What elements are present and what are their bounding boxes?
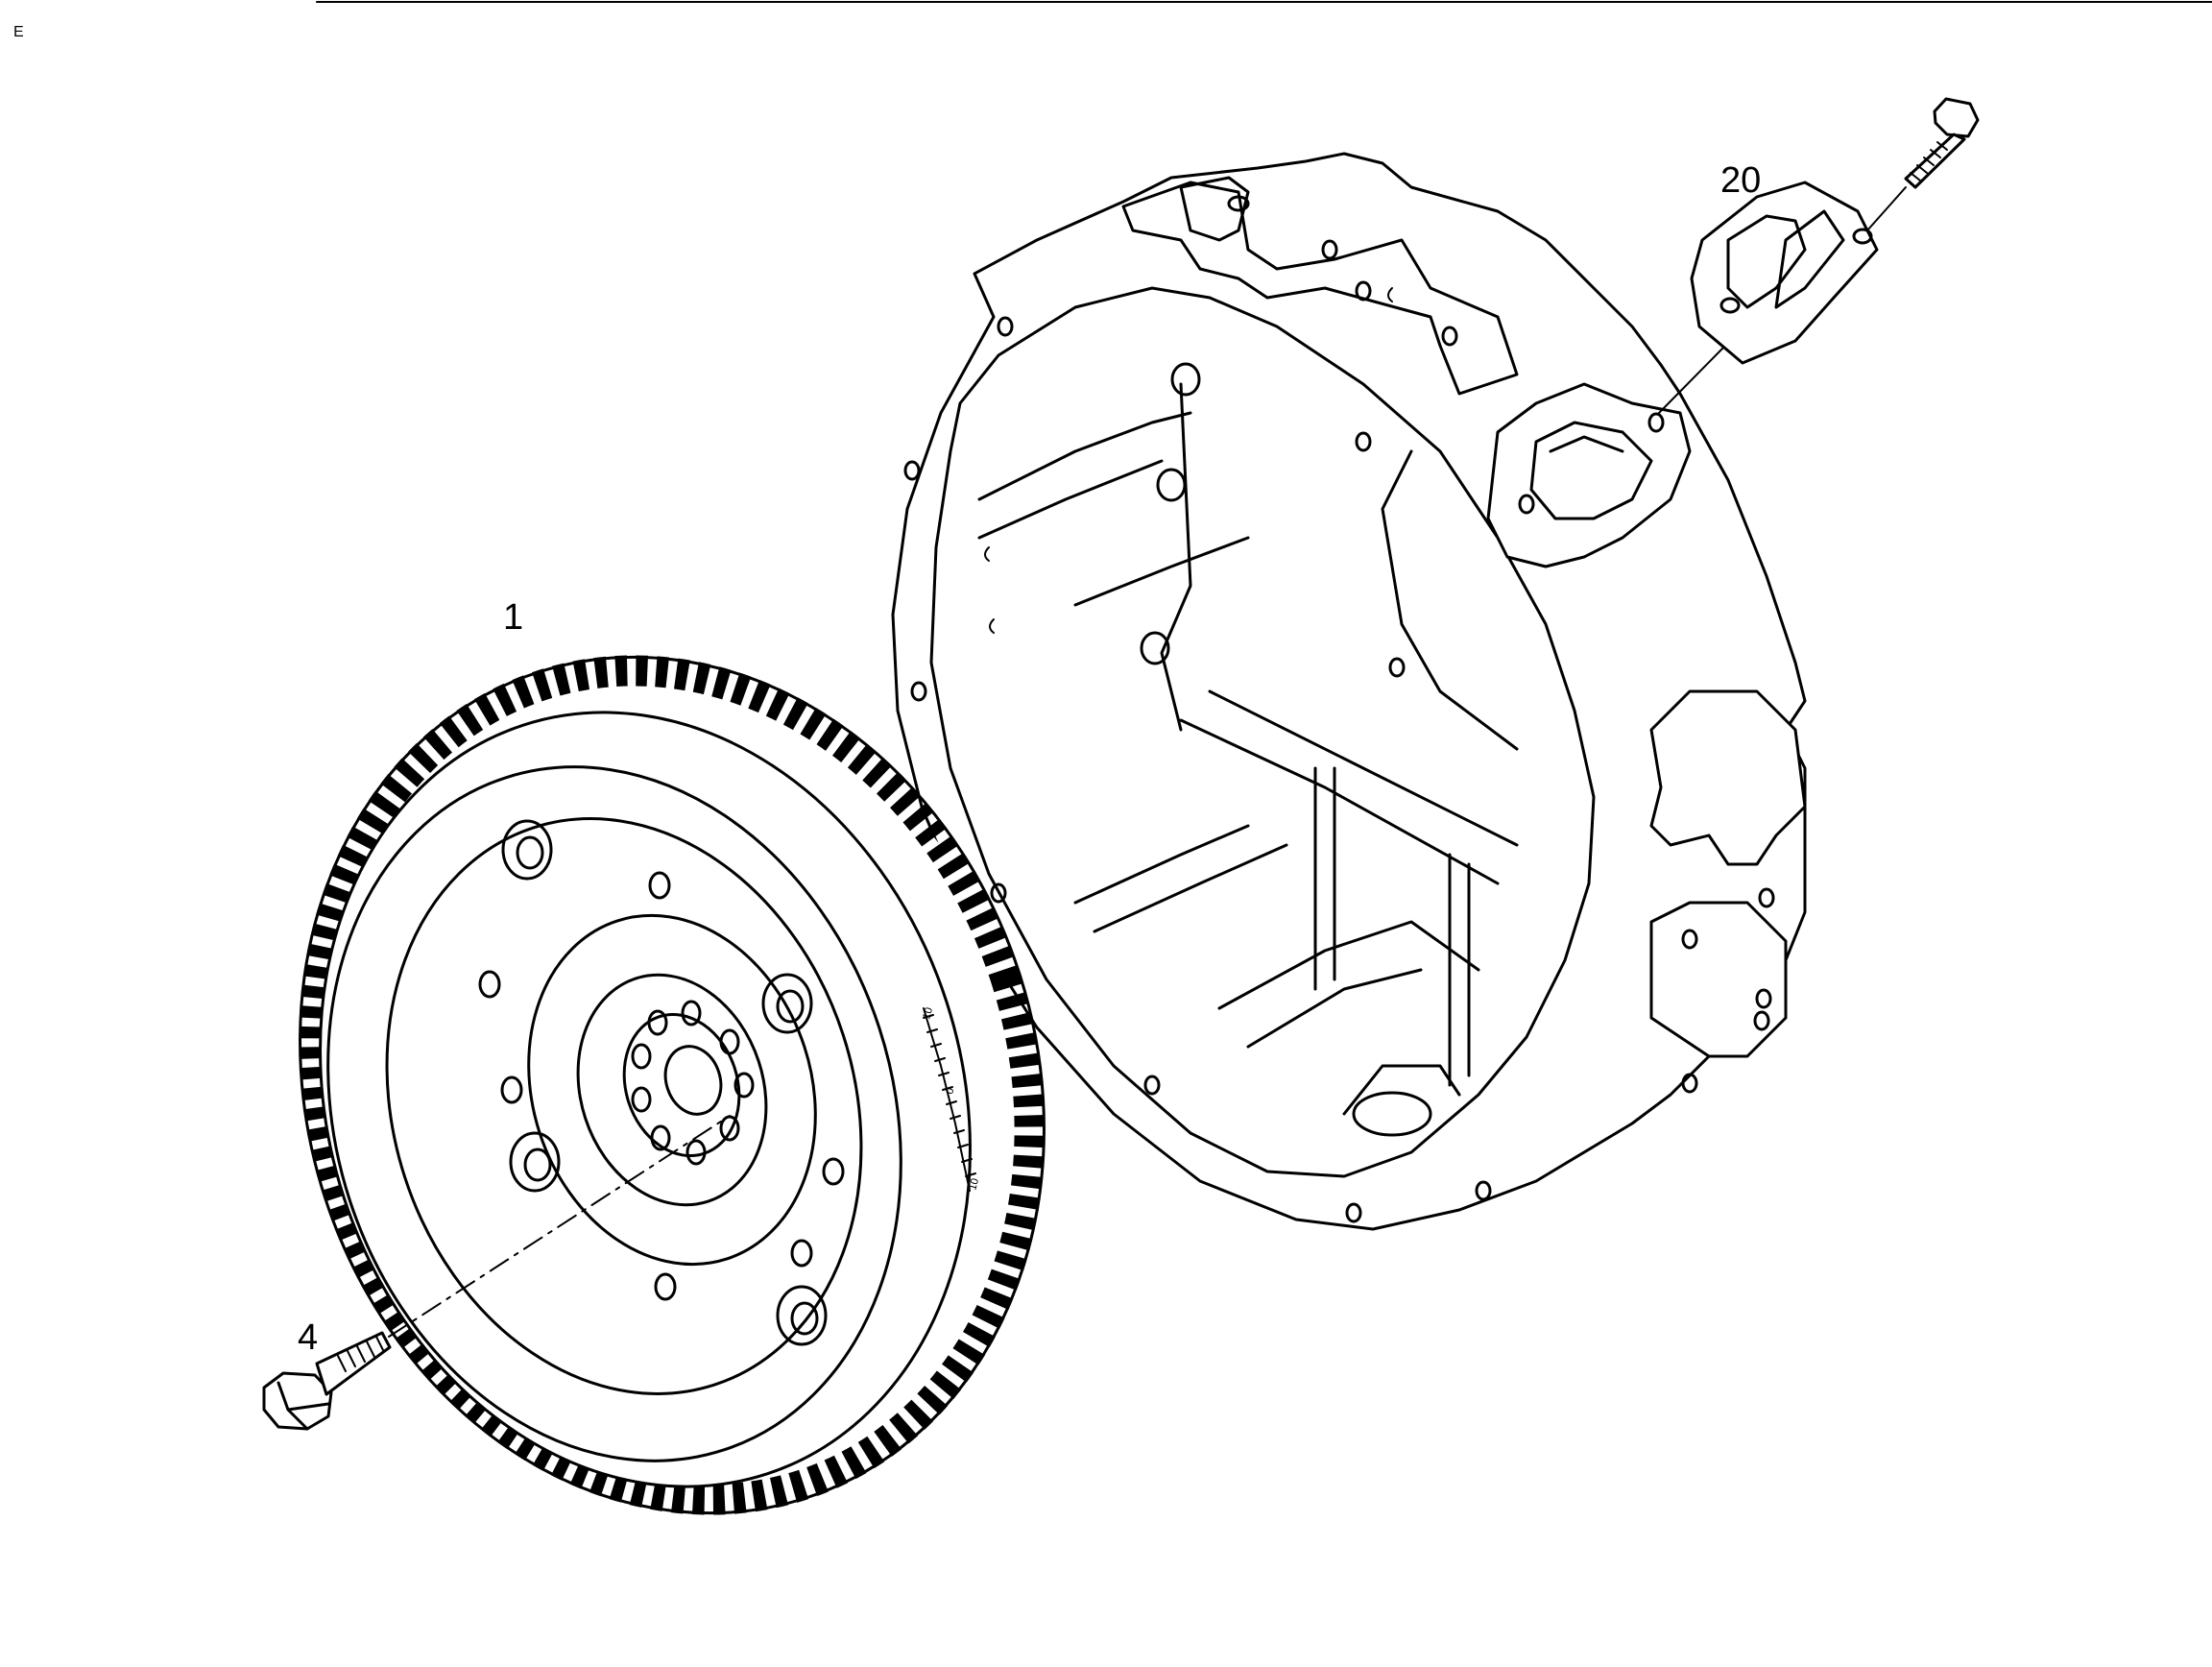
scale-mark-mid: 0 bbox=[944, 1087, 956, 1096]
callout-cover-plate: 20 bbox=[1720, 160, 1761, 201]
scale-mark-top: 10 bbox=[921, 1006, 935, 1021]
cover-screw bbox=[1866, 97, 1980, 231]
flywheel-bolt bbox=[262, 1115, 731, 1431]
flywheel: 10 0 10 bbox=[299, 655, 1046, 1515]
scale-mark-bottom: 10 bbox=[967, 1177, 981, 1192]
corner-mark: E bbox=[13, 24, 24, 40]
flywheel-housing bbox=[891, 152, 1807, 1231]
callout-flywheel-bolt: 4 bbox=[298, 1317, 318, 1358]
callout-flywheel: 1 bbox=[503, 597, 523, 638]
cover-plate bbox=[1658, 181, 1879, 414]
